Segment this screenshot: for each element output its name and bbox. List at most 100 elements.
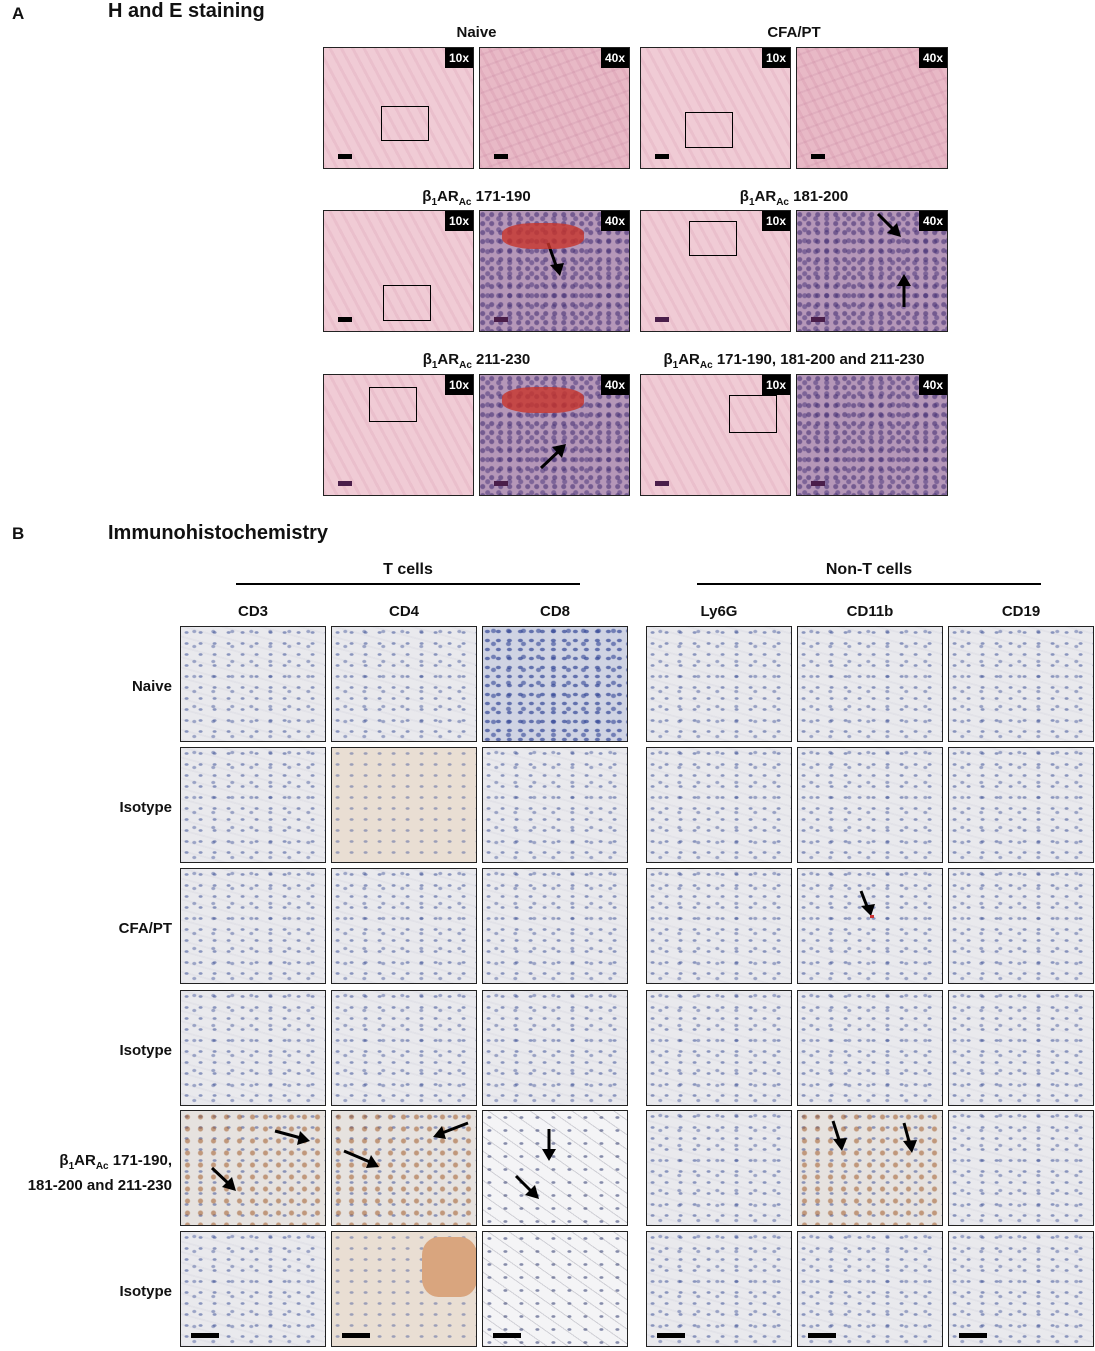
scale-bar [959, 1333, 987, 1338]
ihc-image-isotype2-cd4 [331, 990, 477, 1106]
zoom-box [369, 387, 417, 422]
row-label-naive: Naive [131, 678, 172, 695]
row-label-cfa-pt: CFA/PT [118, 920, 172, 937]
ihc-image-cfa-pt-cd19 [948, 868, 1094, 984]
scale-bar [191, 1333, 219, 1338]
arrow-icon [902, 1122, 917, 1153]
ihc-image-naive-cd19 [948, 626, 1094, 742]
mag-label: 40x [918, 375, 947, 395]
scale-bar [494, 317, 508, 322]
column-header-cd8: CD8 [539, 603, 570, 620]
ihc-image-isotype2-ly6g [646, 990, 792, 1106]
row-label-isotype: Isotype [119, 1042, 172, 1059]
mag-label: 10x [444, 48, 473, 68]
column-header-cd19: CD19 [1001, 603, 1041, 620]
arrow-icon [542, 1129, 556, 1161]
zoom-box [381, 106, 429, 141]
group-rule-t-cells [236, 583, 580, 585]
arrow-icon [514, 1174, 539, 1199]
zoom-box [729, 395, 777, 433]
ihc-image-isotype3-cd8 [482, 1231, 628, 1347]
he-image-171-190-40x: 40x [479, 210, 630, 332]
mag-label: 40x [600, 375, 629, 395]
scale-bar [811, 481, 825, 486]
scale-bar [655, 154, 669, 159]
ihc-image-isotype1-cd11b [797, 747, 943, 863]
stained-cell [870, 915, 874, 918]
scale-bar [811, 317, 825, 322]
he-image-naive-40x: 40x [479, 47, 630, 169]
mag-label: 10x [444, 211, 473, 231]
ihc-image-isotype3-ly6g [646, 1231, 792, 1347]
scale-bar [493, 1333, 521, 1338]
panel-b-title: Immunohistochemistry [108, 522, 329, 544]
he-image-181-200-10x: 10x [640, 210, 791, 332]
group-rule-non-t-cells [697, 583, 1041, 585]
ihc-image-naive-cd4 [331, 626, 477, 742]
scale-bar [338, 481, 352, 486]
he-group-title-cfa-pt: CFA/PT [767, 24, 821, 41]
he-image-combined-40x: 40x [796, 374, 948, 496]
row-label-isotype: Isotype [119, 1283, 172, 1300]
ihc-image-naive-cd11b [797, 626, 943, 742]
ihc-image-isotype3-cd3 [180, 1231, 326, 1347]
ihc-image-combined-cd8 [482, 1110, 628, 1226]
column-header-cd11b: CD11b [846, 603, 894, 620]
scale-bar [338, 317, 352, 322]
zoom-box [689, 221, 737, 256]
scale-bar [494, 481, 508, 486]
he-image-combined-10x: 10x [640, 374, 791, 496]
ihc-image-isotype3-cd19 [948, 1231, 1094, 1347]
ihc-image-cfa-pt-cd8 [482, 868, 628, 984]
zoom-box [685, 112, 733, 148]
zoom-box [383, 285, 431, 321]
he-group-title-181-200: β1ARAc 181-200 [739, 188, 849, 208]
ihc-image-isotype2-cd19 [948, 990, 1094, 1106]
ihc-image-cfa-pt-cd11b [797, 868, 943, 984]
he-image-cfa-pt-10x: 10x [640, 47, 791, 169]
arrow-icon [210, 1166, 236, 1191]
mag-label: 40x [600, 48, 629, 68]
arrow-icon [876, 212, 901, 237]
scale-bar [494, 154, 508, 159]
he-group-title-211-230: β1ARAc 211-230 [422, 351, 531, 371]
group-title-non-t-cells: Non-T cells [825, 561, 913, 578]
arrow-icon [539, 444, 566, 470]
scale-bar [338, 154, 352, 159]
arrow-icon [274, 1129, 310, 1145]
ihc-image-isotype2-cd3 [180, 990, 326, 1106]
mag-label: 10x [444, 375, 473, 395]
panel-letter-a: A [12, 4, 25, 23]
he-image-171-190-10x: 10x [323, 210, 474, 332]
column-header-cd4: CD4 [388, 603, 419, 620]
group-title-t-cells: T cells [383, 561, 433, 578]
panel-a-title: H and E staining [108, 0, 265, 22]
ihc-image-isotype1-cd8 [482, 747, 628, 863]
he-image-cfa-pt-40x: 40x [796, 47, 948, 169]
column-header-ly6g: Ly6G [700, 603, 738, 620]
ihc-image-isotype1-ly6g [646, 747, 792, 863]
scale-bar [342, 1333, 370, 1338]
ihc-image-combined-cd4 [331, 1110, 477, 1226]
mag-label: 10x [761, 375, 790, 395]
ihc-image-combined-cd3 [180, 1110, 326, 1226]
ihc-image-cfa-pt-cd4 [331, 868, 477, 984]
mag-label: 40x [600, 211, 629, 231]
scale-bar [655, 481, 669, 486]
ihc-image-combined-cd11b [797, 1110, 943, 1226]
panel-letter-b: B [12, 524, 25, 543]
arrow-icon [433, 1121, 469, 1139]
arrow-icon [897, 274, 911, 307]
he-image-211-230-10x: 10x [323, 374, 474, 496]
arrow-icon [343, 1149, 379, 1168]
mag-label: 40x [918, 211, 947, 231]
he-group-title-combined: β1ARAc 171-190, 181-200 and 211-230 [663, 351, 925, 371]
scale-bar [657, 1333, 685, 1338]
he-group-title-naive: Naive [456, 24, 497, 41]
arrow-icon [546, 242, 564, 276]
ihc-image-combined-ly6g [646, 1110, 792, 1226]
ihc-image-isotype3-cd4 [331, 1231, 477, 1347]
he-group-title-171-190: β1ARAc 171-190 [422, 188, 531, 208]
mag-label: 10x [761, 211, 790, 231]
ihc-image-naive-cd3 [180, 626, 326, 742]
